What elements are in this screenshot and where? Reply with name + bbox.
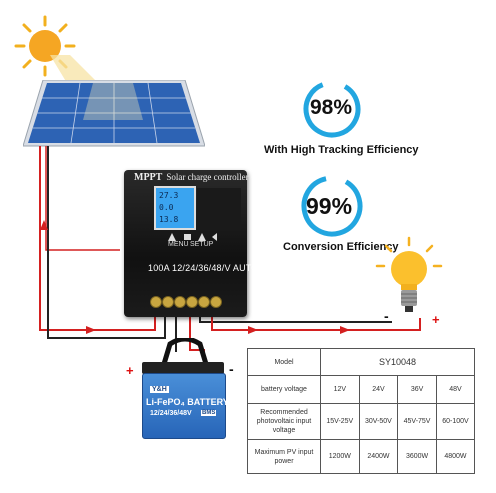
terminal-load-negative: [198, 296, 210, 308]
table-cell: 60-100V: [435, 403, 476, 440]
lcd-display: 27.3 0.0 13.8: [154, 186, 196, 230]
table-row: Recommended photovoltaic input voltage 1…: [247, 403, 476, 440]
table-cell: Maximum PV input power: [247, 439, 321, 474]
battery-plus-sign: +: [126, 363, 134, 378]
battery-bms: BMS: [201, 410, 217, 416]
lcd-line: 27.3: [159, 191, 179, 200]
table-cell: 45V-75V: [397, 403, 437, 440]
status-icons: [168, 233, 217, 241]
battery-minus-sign: -: [229, 361, 234, 377]
conversion-efficiency-value: 99%: [306, 193, 353, 219]
battery-top: [142, 362, 224, 374]
table-cell: 4800W: [435, 439, 476, 474]
conversion-efficiency-caption: Conversion Efficiency: [283, 241, 399, 253]
table-cell: Model: [247, 348, 321, 376]
table-cell: SY10048: [320, 348, 475, 376]
table-cell: 12V: [320, 375, 360, 404]
terminal-load-positive: [210, 296, 222, 308]
table-cell: 24V: [358, 375, 399, 404]
warning-icon: [168, 233, 176, 241]
controller-side-panel: [197, 188, 241, 230]
load-icon: [198, 233, 206, 241]
terminal-battery-negative: [174, 296, 186, 308]
controller-rating: 100A 12/24/36/48/V AUTO: [148, 263, 259, 273]
setup-button-label[interactable]: SETUP: [190, 241, 214, 248]
table-cell: 36V: [397, 375, 437, 404]
table-cell: battery voltage: [247, 375, 321, 404]
table-cell: 48V: [435, 375, 476, 404]
table-cell: 1200W: [320, 439, 360, 474]
conversion-efficiency-ring: [301, 175, 363, 237]
table-row: Maximum PV input power 1200W 2400W 3600W…: [247, 439, 476, 474]
battery-label: Li-FePO₄ BATTERY: [146, 397, 229, 407]
terminal-battery-positive: [186, 296, 198, 308]
table-cell: Recommended photovoltaic input voltage: [247, 403, 321, 440]
light-bulb-icon: [375, 236, 443, 312]
battery-icon: [142, 373, 226, 439]
load-plus-sign: +: [432, 312, 440, 327]
lcd-line: 13.8: [159, 215, 179, 224]
battery-handle: [161, 338, 209, 364]
table-row: battery voltage 12V 24V 36V 48V: [247, 375, 476, 404]
battery-status-icon: [184, 234, 191, 240]
table-cell: 15V-25V: [320, 403, 360, 440]
spec-table: Model SY10048 battery voltage 12V 24V 36…: [247, 348, 476, 474]
arrow-icon: [212, 233, 217, 241]
tracking-efficiency-value: 98%: [310, 96, 353, 119]
battery-logo: Y&H: [150, 386, 169, 393]
menu-button-label[interactable]: MENU: [168, 241, 189, 248]
table-cell: 2400W: [358, 439, 399, 474]
terminal-pv-positive: [150, 296, 162, 308]
battery-voltages: 12/24/36/48V: [150, 410, 192, 417]
controller-subtitle: Solar charge controller: [166, 172, 249, 182]
controller-brand: MPPT: [134, 172, 163, 183]
load-minus-sign: -: [384, 308, 389, 324]
table-cell: 30V-50V: [358, 403, 399, 440]
terminal-pv-negative: [162, 296, 174, 308]
tracking-efficiency-caption: With High Tracking Efficiency: [264, 144, 419, 156]
solar-panel-icon: [23, 80, 205, 147]
lcd-line: 0.0: [159, 203, 174, 212]
table-row: Model SY10048: [247, 348, 475, 376]
tracking-efficiency-ring: [303, 80, 361, 138]
table-cell: 3600W: [397, 439, 437, 474]
